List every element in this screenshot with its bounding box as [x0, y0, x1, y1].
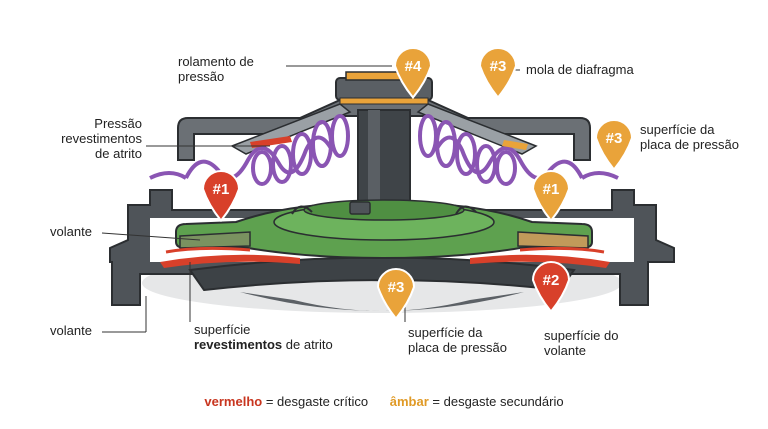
marker-label: #1 [213, 181, 230, 198]
marker-label: #3 [388, 279, 405, 296]
linings-surface-label: superfície revestimentos de atrito [194, 322, 333, 352]
marker-m3-top: #3 [478, 47, 518, 100]
marker-label: #2 [543, 272, 560, 289]
marker-m4: #4 [393, 47, 433, 100]
pressure-plate-bottom-label: superfície da placa de pressão [408, 325, 508, 355]
marker-pin [376, 268, 416, 321]
marker-m2: #2 [531, 261, 571, 314]
marker-m3-bottom: #3 [376, 268, 416, 321]
release-bearing-label: rolamento de pressão [178, 54, 254, 84]
diaphragm-spring-left [149, 114, 350, 186]
marker-pin [531, 170, 571, 223]
legend: vermelho = desgaste crítico âmbar = desg… [0, 394, 768, 409]
marker-label: #3 [606, 130, 623, 147]
flywheel-upper-label: volante [50, 224, 92, 239]
release-bearing-wear-bottom [339, 97, 429, 105]
lining-left [179, 231, 251, 249]
pressure-linings-label: Pressão revestimentos de atrito [61, 116, 142, 161]
wear-markers: #4 #3 #3 #1 #1 #3 #2 [201, 47, 634, 321]
diaphragm-spring-label: mola de diafragma [526, 62, 634, 77]
marker-m3-right: #3 [594, 119, 634, 172]
marker-m1-left: #1 [201, 170, 241, 223]
legend-critical-word: vermelho [204, 394, 263, 409]
marker-label: #4 [405, 58, 422, 75]
marker-m1-right: #1 [531, 170, 571, 223]
cover-wear-right [502, 140, 528, 150]
flywheel-surface-left [160, 254, 300, 268]
marker-pin [393, 47, 433, 100]
lining-wear-left [165, 246, 251, 254]
flywheel-lower-label: volante [50, 323, 92, 338]
marker-pin [531, 261, 571, 314]
flywheel-surface-right [470, 254, 610, 268]
flywheel-bowl-lower [240, 292, 524, 311]
cover-wear-left [250, 136, 292, 148]
leader-lines [101, 65, 520, 333]
marker-label: #3 [490, 58, 507, 75]
marker-pin [201, 170, 241, 223]
marker-label: #1 [543, 181, 560, 198]
marker-pin [478, 47, 518, 100]
lining-wear-right [519, 246, 605, 254]
diaphragm-spring-right [418, 114, 619, 186]
clutch-disc-center [303, 199, 465, 221]
pressure-plate-right-label: superfície da placa de pressão [640, 122, 740, 152]
lining-right [517, 231, 589, 249]
legend-secondary-word: âmbar [389, 394, 429, 409]
marker-pin [594, 119, 634, 172]
legend-secondary-text: = desgaste secundário [428, 394, 564, 409]
flywheel-surface-label: superfície do volante [544, 328, 619, 358]
legend-critical-text: = desgaste crítico [262, 394, 369, 409]
